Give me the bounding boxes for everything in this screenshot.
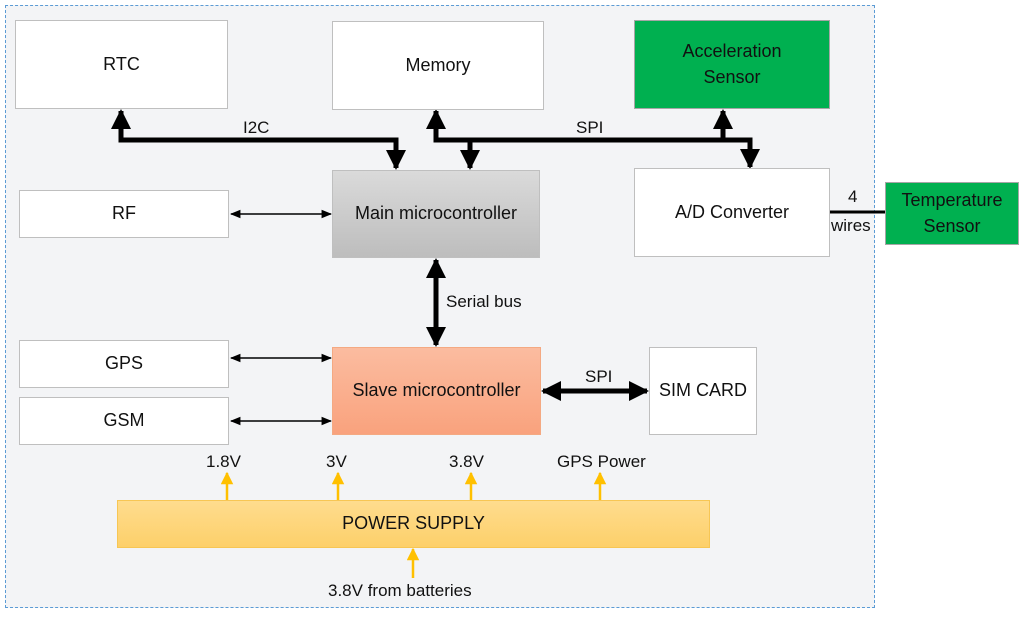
- temperature-sensor-label: Temperature Sensor: [901, 190, 1003, 236]
- gps-block: GPS: [19, 340, 229, 388]
- sim-card-label: SIM CARD: [658, 380, 747, 401]
- main-microcontroller-block: Main microcontroller: [332, 170, 540, 258]
- serial-bus-label: Serial bus: [446, 292, 522, 311]
- acceleration-sensor-block: Acceleration Sensor: [634, 20, 830, 109]
- power-output-label-3v: 3V: [326, 452, 347, 471]
- wires-label: wires: [831, 216, 871, 235]
- rtc-label: RTC: [103, 53, 140, 74]
- ad-converter-label: A/D Converter: [674, 201, 790, 222]
- memory-label: Memory: [405, 54, 471, 75]
- power-output-label-gps: GPS Power: [557, 452, 646, 471]
- power-output-label-3v8: 3.8V: [449, 452, 484, 471]
- temperature-sensor-block: Temperature Sensor: [885, 182, 1019, 245]
- memory-block: Memory: [332, 21, 544, 110]
- four-label: 4: [848, 187, 858, 206]
- rf-block: RF: [19, 190, 229, 238]
- rtc-block: RTC: [15, 20, 228, 109]
- gsm-label: GSM: [103, 410, 145, 431]
- spi-top-label: SPI: [576, 118, 604, 137]
- gsm-block: GSM: [19, 397, 229, 445]
- spi-sim-label: SPI: [585, 367, 613, 386]
- rf-label: RF: [112, 203, 136, 224]
- i2c-label: I2C: [243, 118, 270, 137]
- gps-label: GPS: [104, 353, 143, 374]
- power-input-label: 3.8V from batteries: [328, 581, 472, 600]
- power-supply-label: POWER SUPPLY: [342, 513, 485, 534]
- power-supply-block: POWER SUPPLY: [117, 500, 710, 548]
- acceleration-sensor-label: Acceleration Sensor: [682, 41, 782, 87]
- slave-microcontroller-block: Slave microcontroller: [332, 347, 541, 435]
- main-microcontroller-label: Main microcontroller: [354, 203, 518, 224]
- slave-microcontroller-label: Slave microcontroller: [352, 380, 521, 401]
- ad-converter-block: A/D Converter: [634, 168, 830, 257]
- sim-card-block: SIM CARD: [649, 347, 757, 435]
- power-output-label-1v8: 1.8V: [206, 452, 241, 471]
